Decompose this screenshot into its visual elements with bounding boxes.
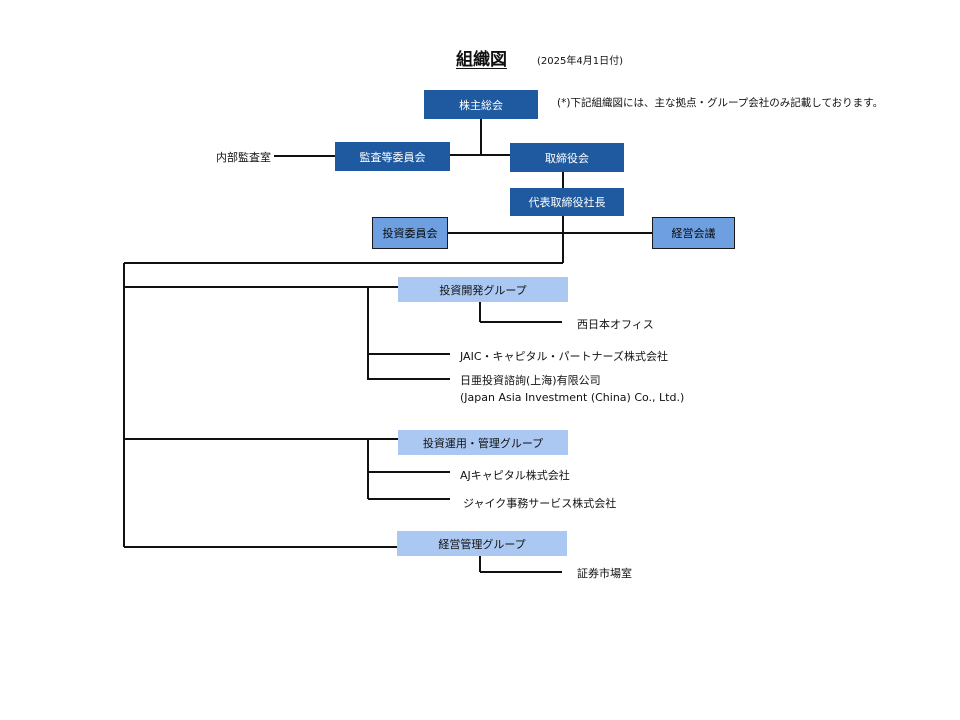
management-group-box: 経営管理グループ [397,531,567,556]
page-title: 組織図 [456,50,507,70]
jaic-services-label: ジャイク事務サービス株式会社 [463,497,617,510]
shareholders-box: 株主総会 [424,90,538,119]
investment-committee-box: 投資委員会 [372,217,448,249]
president-box: 代表取締役社長 [510,188,624,216]
date-label: (2025年4月1日付) [537,56,623,67]
securities-office-label: 証券市場室 [577,567,632,580]
operations-group-box: 投資運用・管理グループ [398,430,568,455]
china-company-label: 日亜投資諮詢(上海)有限公司 [460,374,601,387]
audit-committee-box: 監査等委員会 [335,142,450,171]
jaic-capital-label: JAIC・キャピタル・パートナーズ株式会社 [460,350,668,363]
investment-dev-group-box: 投資開発グループ [398,277,568,302]
internal-audit-label: 内部監査室 [216,151,271,164]
aj-capital-label: AJキャピタル株式会社 [460,469,570,482]
note-text: (*)下記組織図には、主な拠点・グループ会社のみ記載しております。 [557,97,884,109]
china-company-en-label: (Japan Asia Investment (China) Co., Ltd.… [460,391,685,404]
west-japan-office-label: 西日本オフィス [577,318,654,331]
management-meeting-box: 経営会議 [652,217,735,249]
board-box: 取締役会 [510,143,624,172]
